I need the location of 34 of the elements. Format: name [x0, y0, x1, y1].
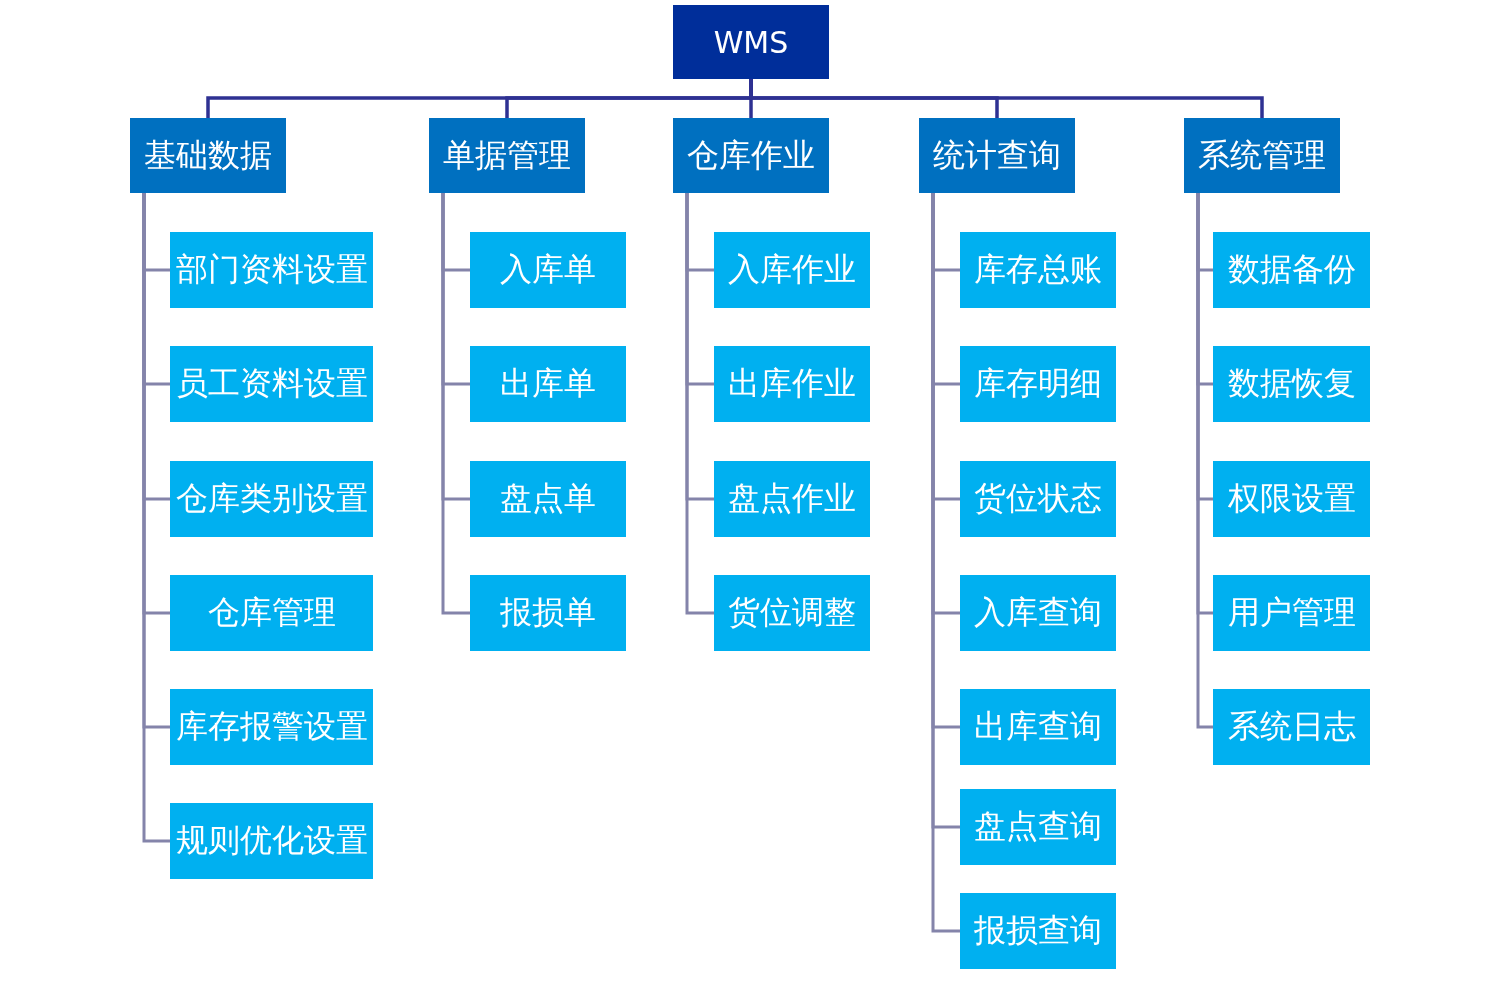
item-box: 盘点作业 — [714, 461, 870, 537]
item-box: 部门资料设置 — [170, 232, 373, 308]
connector-line — [685, 193, 714, 615]
item-box: 规则优化设置 — [170, 803, 373, 879]
item-box: 用户管理 — [1213, 575, 1370, 651]
item-box: 出库查询 — [960, 689, 1116, 765]
root-box: WMS — [673, 5, 829, 79]
connector-line — [441, 193, 470, 615]
category-box: 仓库作业 — [673, 118, 829, 193]
item-box: 货位状态 — [960, 461, 1116, 537]
item-box: 库存总账 — [960, 232, 1116, 308]
category-box: 基础数据 — [130, 118, 286, 193]
item-box: 库存明细 — [960, 346, 1116, 422]
item-box: 数据备份 — [1213, 232, 1370, 308]
item-box: 报损查询 — [960, 893, 1116, 969]
category-box: 统计查询 — [919, 118, 1075, 193]
item-box: 入库查询 — [960, 575, 1116, 651]
item-box: 员工资料设置 — [170, 346, 373, 422]
item-box: 货位调整 — [714, 575, 870, 651]
item-box: 出库作业 — [714, 346, 870, 422]
category-box: 单据管理 — [429, 118, 585, 193]
item-box: 权限设置 — [1213, 461, 1370, 537]
item-box: 盘点查询 — [960, 789, 1116, 865]
item-box: 仓库类别设置 — [170, 461, 373, 537]
item-box: 出库单 — [470, 346, 626, 422]
item-box: 系统日志 — [1213, 689, 1370, 765]
item-box: 仓库管理 — [170, 575, 373, 651]
item-box: 盘点单 — [470, 461, 626, 537]
item-box: 入库单 — [470, 232, 626, 308]
item-box: 入库作业 — [714, 232, 870, 308]
category-box: 系统管理 — [1184, 118, 1340, 193]
item-box: 报损单 — [470, 575, 626, 651]
item-box: 库存报警设置 — [170, 689, 373, 765]
item-box: 数据恢复 — [1213, 346, 1370, 422]
